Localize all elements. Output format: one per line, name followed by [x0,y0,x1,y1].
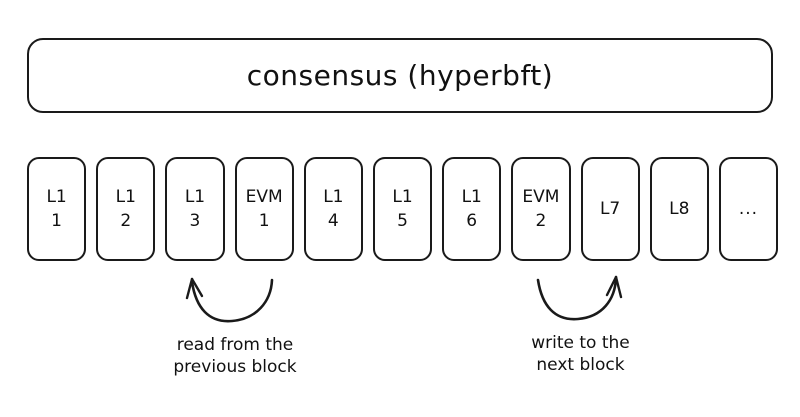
block-label-top: L8 [669,198,690,219]
block-evm-1: EVM 1 [234,157,294,261]
block-label-top: L1 [461,186,482,207]
block-label-bottom: 6 [466,210,478,231]
block-l1-4: L1 4 [303,157,363,261]
block-evm-2: EVM 2 [511,157,571,261]
block-label-bottom: 1 [51,210,62,231]
annotation-read-previous: read from the previous block [120,268,350,378]
block-ellipsis: ... [718,157,779,261]
block-label-top: L1 [392,186,413,207]
curved-arrow-up-right-icon [536,275,623,321]
block-l1-3: L1 3 [165,157,225,261]
annotation-line-1: write to the [531,333,630,353]
block-strip: L1 1 L1 2 L1 3 EVM 1 L1 4 L1 5 L1 6 EVM [27,157,779,261]
block-l1-6: L1 6 [442,157,502,261]
block-label-bottom: 2 [120,210,132,231]
block-l7: L7 [580,157,640,261]
block-l1-1: L1 1 [27,157,87,261]
annotation-line-2: next block [536,355,625,375]
curved-arrow-up-left-icon [185,277,274,323]
block-l8: L8 [649,157,709,261]
block-label-top: L1 [184,186,206,207]
block-label-top: L7 [599,198,621,219]
block-label-top: L1 [323,186,344,207]
block-label-bottom: 1 [258,210,270,231]
block-label-bottom: 2 [535,210,547,231]
block-label-bottom: 4 [327,210,339,231]
block-label-top: L1 [46,186,67,207]
block-l1-5: L1 5 [372,157,433,261]
annotation-write-next-caption: write to the next block [468,332,693,376]
block-label-top: ... [738,198,759,219]
annotation-read-previous-caption: read from the previous block [120,334,350,378]
block-l1-2: L1 2 [96,157,156,261]
consensus-label: consensus (hyperbft) [246,58,554,92]
block-label-bottom: 5 [397,210,408,231]
annotation-line-2: previous block [173,357,297,377]
block-label-top: L1 [115,186,136,207]
annotation-line-1: read from the [176,335,294,355]
block-label-bottom: 3 [189,210,201,231]
consensus-bar: consensus (hyperbft) [27,38,773,113]
annotation-write-next: write to the next block [468,266,693,376]
block-label-top: EVM [522,186,560,207]
block-label-top: EVM [245,186,283,207]
